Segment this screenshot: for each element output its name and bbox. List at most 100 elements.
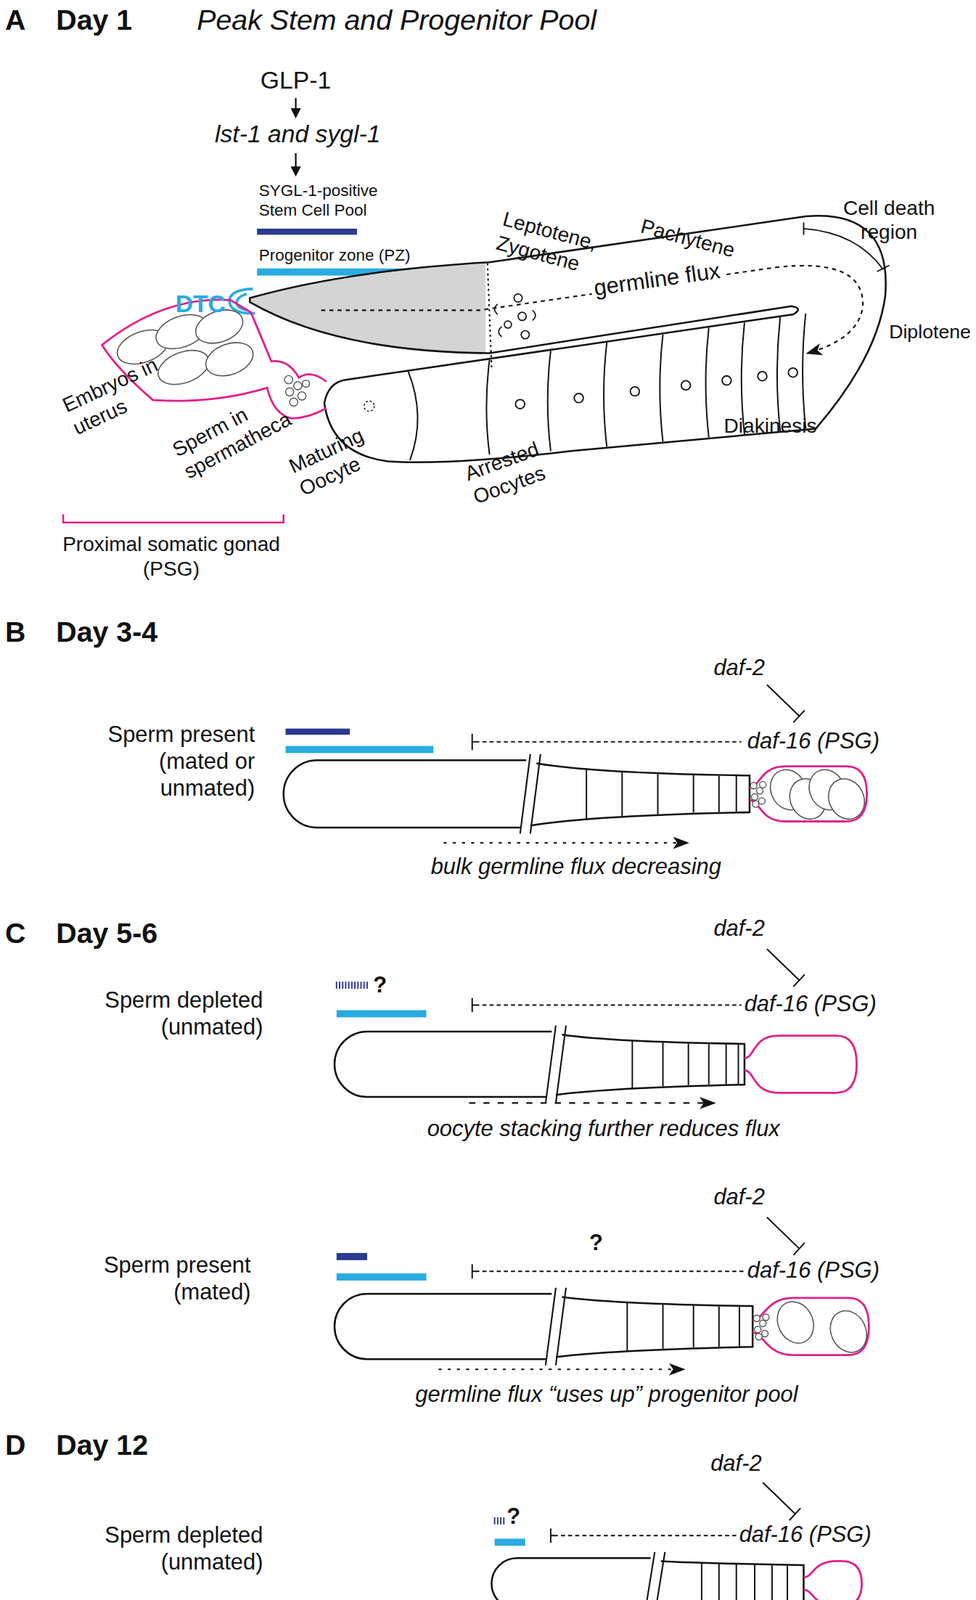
sperm (751, 793, 759, 800)
label: Pachytene (637, 214, 738, 263)
stem-hatch (341, 981, 344, 989)
pz-boundary (487, 263, 492, 368)
inhibition (767, 684, 805, 723)
nucleus (630, 386, 641, 397)
stem-hatch (338, 981, 341, 989)
inhibition (472, 1263, 744, 1278)
oocyte-boundary (718, 775, 720, 813)
label: daf-2 (710, 1449, 762, 1476)
oocyte-boundary (700, 1561, 703, 1600)
label: ? (589, 1228, 604, 1256)
oocyte-boundary (687, 1042, 690, 1085)
uterus (803, 1560, 862, 1600)
label: bulk germline flux decreasing (431, 852, 722, 880)
label: ? (372, 970, 387, 998)
label: Day 12 (55, 1427, 149, 1462)
oocyte-boundary (786, 1565, 789, 1600)
label: Diplotene (888, 320, 971, 344)
flux-arrow (438, 1367, 683, 1370)
progenitor-bar (285, 745, 434, 754)
oocyte-boundary (407, 370, 418, 461)
label: daf-16 (PSG) (744, 989, 877, 1017)
oocyte-boundary (718, 1305, 720, 1346)
label: daf-2 (713, 914, 765, 942)
gonad-outline (491, 1557, 651, 1600)
label: Day 3-4 (55, 614, 158, 649)
progenitor-bar (336, 1010, 427, 1018)
stem-hatch (344, 981, 347, 989)
gonad-outline (334, 1031, 552, 1097)
nucleus (515, 399, 525, 409)
label: Sperm depleted (unmated) (87, 986, 264, 1040)
meiotic-cells (494, 293, 536, 339)
dashed-link (558, 1533, 737, 1537)
label: Proximal somatic gonad (PSG) (43, 531, 299, 581)
gonad-outline (555, 1296, 753, 1357)
break-mark (545, 1287, 556, 1365)
embryo (823, 1303, 873, 1358)
oocyte-boundary (662, 1042, 664, 1087)
gonad-outline (283, 759, 527, 828)
label: daf-2 (713, 1182, 765, 1210)
label: daf-2 (713, 653, 765, 681)
label: Cell death region (831, 195, 946, 245)
oocyte-boundary (603, 342, 607, 447)
oocyte-boundary (692, 1304, 695, 1347)
sperm (754, 1325, 762, 1333)
label: Embryos in uterus (58, 352, 172, 440)
oocyte-boundary (718, 1563, 720, 1600)
label: Diakinesis (724, 413, 818, 439)
oocyte-boundary (753, 1564, 756, 1600)
oocyte-boundary (725, 1044, 728, 1085)
sperm (755, 1333, 762, 1340)
stem-hatch (497, 1516, 499, 1524)
break-mark (545, 1025, 556, 1103)
label: Day 5-6 (55, 915, 158, 950)
label: DTC (175, 288, 226, 318)
label: daf-16 (PSG) (739, 1520, 872, 1548)
dashed-link (479, 1269, 744, 1273)
psg-bracket (63, 513, 284, 522)
stem-hatch (502, 1516, 505, 1524)
sperm (759, 780, 767, 788)
sperm (761, 1330, 769, 1337)
gonad-outline (654, 1560, 804, 1600)
label: ? (506, 1502, 521, 1529)
label: GLP-1 (260, 65, 331, 95)
sperm (762, 1313, 770, 1320)
arrow (294, 153, 297, 175)
stem-bar (256, 228, 358, 235)
gonad-outline (334, 1293, 552, 1359)
sperm (750, 782, 757, 789)
label: daf-16 (PSG) (747, 1256, 880, 1283)
oocyte-boundary (777, 317, 781, 431)
label: Maturing Oocyte (285, 413, 399, 501)
nucleus (757, 371, 768, 381)
sperm (758, 797, 765, 805)
stem-hatch (348, 981, 350, 989)
label: SYGL-1-positive Stem Cell Pool (259, 181, 403, 221)
embryo (822, 772, 871, 826)
break-mark (654, 1551, 665, 1600)
oocyte-boundary (662, 1303, 664, 1349)
sperm (759, 1319, 767, 1326)
inhibition (767, 1216, 805, 1255)
label: daf-16 (PSG) (747, 727, 880, 754)
oocyte-boundary (771, 1564, 773, 1600)
inhibition (472, 997, 742, 1013)
label: oocyte stacking further reduces flux (427, 1114, 781, 1142)
label: germline flux (589, 256, 725, 302)
oocyte-boundary (657, 773, 659, 815)
label: D (5, 1427, 26, 1462)
sperm (753, 1314, 760, 1321)
progenitor-bar (336, 1272, 427, 1281)
label: Peak Stem and Progenitor Pool (196, 2, 597, 38)
embryo (770, 1295, 820, 1349)
oocyte-boundary (626, 1301, 628, 1351)
arrow (294, 97, 297, 117)
label: B (5, 614, 26, 649)
nucleus (364, 400, 375, 411)
nucleus (722, 375, 732, 386)
stem-hatch (335, 981, 338, 989)
oocyte-boundary (585, 767, 588, 820)
